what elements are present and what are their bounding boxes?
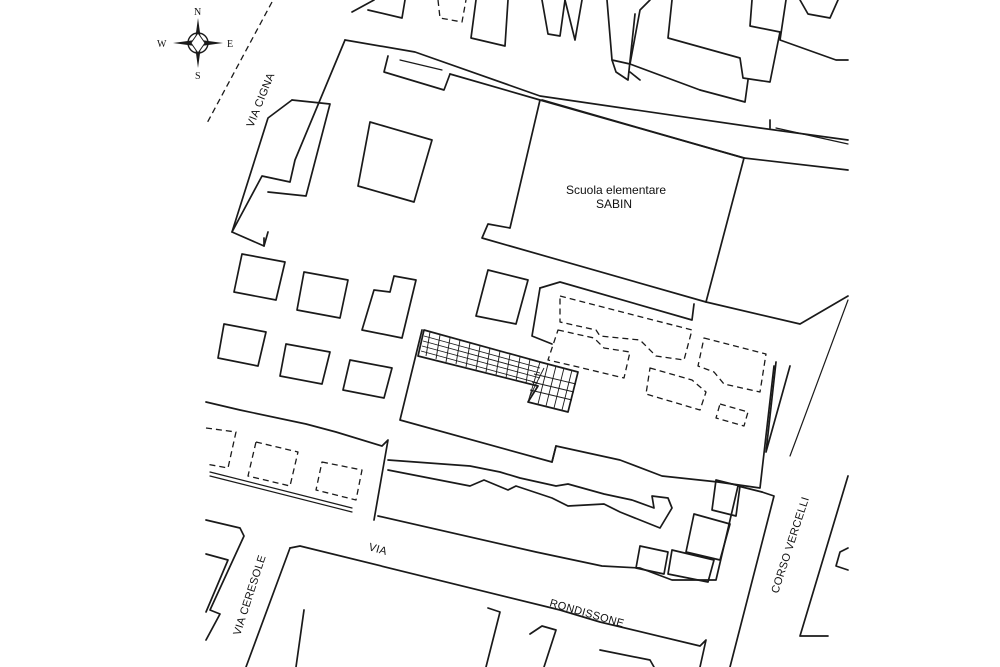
rondissone-label: RONDISSONE [548, 597, 625, 630]
garden-outlines [547, 295, 767, 427]
via-ceresole-label: VIA CERESOLE [231, 554, 268, 637]
top-building-row [351, 0, 849, 103]
courtyard-building [357, 121, 433, 203]
corso-vercelli-label: CORSO VERCELLI [769, 495, 812, 595]
school-name-label: Scuola elementare [566, 183, 666, 197]
lower-blocks [205, 519, 707, 667]
lower-left-block [205, 401, 389, 521]
rondissone-row-buildings [377, 459, 763, 583]
via-cigna-edge [205, 1, 273, 126]
small-building-grid [217, 253, 529, 399]
upper-street [344, 39, 849, 145]
compass-rose-icon: N S E W [157, 7, 233, 82]
compass-north-label: N [194, 7, 201, 18]
via-cigna-label: VIA CIGNA [245, 71, 278, 129]
central-site [399, 281, 775, 489]
compass-east-label: E [227, 39, 233, 50]
school-block [231, 39, 849, 325]
school-name-label-2: SABIN [596, 197, 632, 211]
hatched-building [417, 329, 579, 413]
compass-west-label: W [157, 39, 167, 50]
via-label: VIA [367, 541, 389, 558]
compass-south-label: S [195, 71, 201, 82]
